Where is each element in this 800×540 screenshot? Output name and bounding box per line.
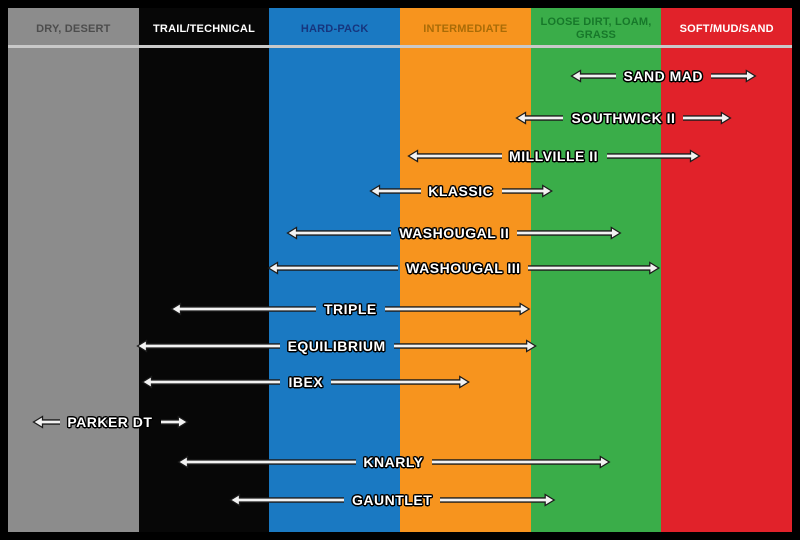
range-arrow [266,261,660,275]
tire-row-triple: TRIPLE [170,298,531,320]
range-arrow [136,339,537,353]
tire-label: PARKER DT [67,414,153,430]
tire-row-equilibrium: EQUILIBRIUM [136,335,537,357]
range-arrow [229,493,556,507]
tire-row-parker-dt: PARKER DT [31,411,189,433]
tire-label: WASHOUGAL II [399,225,510,241]
terrain-column-2: TRAIL/TECHNICAL [138,8,270,532]
tire-terrain-chart: DRY, DESERT TRAIL/TECHNICAL HARD-PACK INTER… [8,8,792,532]
tire-label: IBEX [288,374,324,390]
tire-label: EQUILIBRIUM [287,338,386,354]
tire-label: WASHOUGAL III [406,260,521,276]
chart-rows: SAND MAD SOUTHWICK II MILLVILLE II KLASSIC W… [8,8,792,532]
terrain-column-header: LOOSE DIRT, LOAM, GRASS [540,16,652,41]
range-arrow [31,415,189,429]
header-separator-line [8,45,792,48]
tire-row-gauntlet: GAUNTLET [229,489,556,511]
tire-row-ibex: IBEX [141,371,471,393]
range-arrow [141,375,471,389]
terrain-column-6: SOFT/MUD/SAND [661,8,792,532]
terrain-column-header: INTERMEDIATE [423,22,508,35]
range-arrow [176,455,611,469]
range-arrow [368,184,553,198]
tire-label: SAND MAD [623,68,703,84]
tire-row-sand-mad: SAND MAD [570,65,757,87]
tire-row-millville-ii: MILLVILLE II [406,145,701,167]
tire-label: KNARLY [363,454,424,470]
range-arrow [515,111,732,125]
tire-label: GAUNTLET [352,492,433,508]
terrain-column-header: SOFT/MUD/SAND [679,22,774,35]
tire-label: SOUTHWICK II [571,110,676,126]
tire-row-knarly: KNARLY [176,451,611,473]
terrain-column-header: DRY, DESERT [36,22,111,35]
tire-label: TRIPLE [323,301,377,317]
range-arrow [286,226,622,240]
tire-row-washougal-iii: WASHOUGAL III [266,257,660,279]
range-arrow [170,302,531,316]
tire-row-klassic: KLASSIC [368,180,553,202]
tire-row-washougal-ii: WASHOUGAL II [286,222,622,244]
terrain-column-header: TRAIL/TECHNICAL [153,22,255,35]
range-arrow [570,69,757,83]
terrain-column-4: INTERMEDIATE [400,8,531,532]
tire-label: KLASSIC [428,183,494,199]
terrain-column-header: HARD-PACK [300,22,369,35]
tire-label: MILLVILLE II [509,148,599,164]
terrain-column-1: DRY, DESERT [8,8,139,532]
tire-row-southwick-ii: SOUTHWICK II [515,107,732,129]
range-arrow [406,149,701,163]
